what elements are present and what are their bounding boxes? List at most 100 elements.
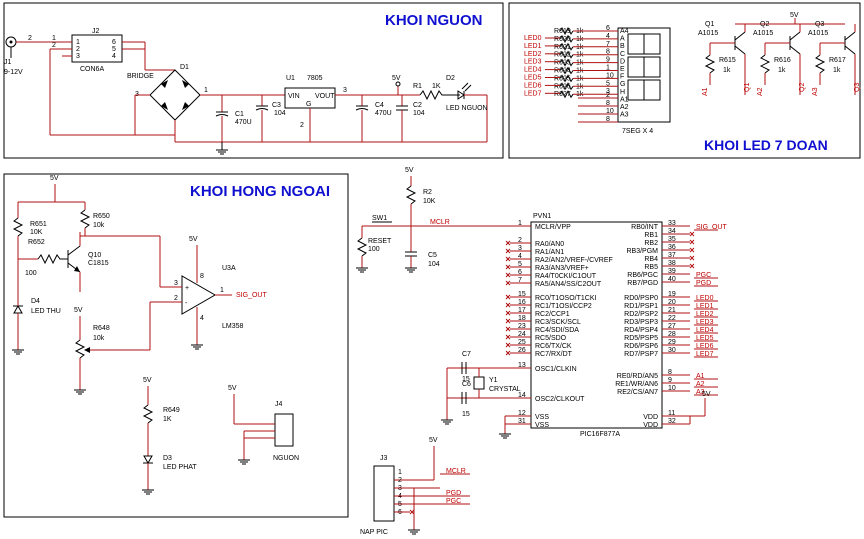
ic-right-pin-name: RD4/PSP4 xyxy=(624,327,658,334)
d1-label: D1 xyxy=(180,64,189,71)
ic-right-pin-number: 34 xyxy=(668,228,676,235)
led-5v-label: 5V xyxy=(790,12,799,19)
led-seg-pin-number: 4 xyxy=(606,33,610,40)
svg-text:1: 1 xyxy=(76,39,80,46)
ic-right-pin-number: 20 xyxy=(668,299,676,306)
ic-right-pin-name: RD5/PSP5 xyxy=(624,335,658,342)
led-resistor-ref: R621 xyxy=(554,44,571,51)
ic-left-pin-number: 12 xyxy=(518,410,526,417)
ic-left-pin-name: RA0/AN0 xyxy=(535,241,564,248)
led-transistor-value: A1015 xyxy=(753,30,773,37)
seg-pin-name: A4 xyxy=(620,28,629,35)
ir-sensor-circuit: 5V R651 10K R652 100 Q10 C1815 R650 10k xyxy=(12,175,299,495)
power-block-frame xyxy=(3,2,504,159)
7seg-label: 7SEG X 4 xyxy=(622,128,653,135)
c1-label: C1 xyxy=(235,111,244,118)
bridge-label: BRIDGE xyxy=(127,73,154,80)
c4-label: C4 xyxy=(375,102,384,109)
d4-label: D4 xyxy=(31,298,40,305)
sw1-label: SW1 xyxy=(372,215,387,222)
reset-resistor-value: 100 xyxy=(368,246,380,253)
led-resistor-ref: R619 xyxy=(554,28,571,35)
r650-value: 10k xyxy=(93,222,105,229)
c1-value: 470U xyxy=(235,119,252,126)
ic-left-pin-name: RA2/AN2/VREF-/CVREF xyxy=(535,257,613,264)
seg-pin-name: A3 xyxy=(620,112,629,119)
ic-right-pin-name: RD3/PSP3 xyxy=(624,319,658,326)
j3-connector xyxy=(373,465,395,522)
ic-left-pin-number: 17 xyxy=(518,307,526,314)
d4-value: LED THU xyxy=(31,308,61,315)
y1-label: Y1 xyxy=(489,377,498,384)
r652-label: R652 xyxy=(28,239,45,246)
led-net-label: LED4 xyxy=(524,67,542,74)
led-seg-pin-number: 7 xyxy=(606,41,610,48)
r651-value: 10K xyxy=(30,229,43,236)
ic-right-pin-number: 27 xyxy=(668,323,676,330)
j3-net-label: PGC xyxy=(446,498,461,505)
ic-right-pin-number: 28 xyxy=(668,331,676,338)
ic-right-pin-name: RB7/PGD xyxy=(627,280,658,287)
svg-text:1: 1 xyxy=(204,87,208,94)
j1-pin2: 2 xyxy=(28,35,32,42)
svg-text:2: 2 xyxy=(174,295,178,302)
led-block-title: KHOI LED 7 DOAN xyxy=(704,137,828,153)
led-seg-pin-number: 10 xyxy=(606,72,614,79)
j4-label: J4 xyxy=(275,401,283,408)
ic-right-net-label: LED5 xyxy=(696,335,714,342)
ir-block-title: KHOI HONG NGOAI xyxy=(190,183,330,200)
led-seg-pin-number: 1 xyxy=(606,65,610,72)
ic-left-pin-name: RC2/CCP1 xyxy=(535,311,570,318)
ic-right-pin-name: RE1/WR/AN6 xyxy=(615,381,658,388)
mcu-mclr-net: MCLR xyxy=(430,219,450,226)
ic-right-net-label: PGD xyxy=(696,280,711,287)
j1-label: J1 xyxy=(4,59,12,66)
c7-label: C7 xyxy=(462,351,471,358)
r648-label: R648 xyxy=(93,325,110,332)
j1-value: 9-12V xyxy=(4,69,23,76)
svg-text:2: 2 xyxy=(300,122,304,129)
c4-value: 470U xyxy=(375,110,392,117)
led-net-label: LED6 xyxy=(524,82,542,89)
led-net-label: LED0 xyxy=(524,35,542,42)
ic-right-net-label: LED7 xyxy=(696,351,714,358)
ic-right-pin-number: 36 xyxy=(668,244,676,251)
svg-text:2: 2 xyxy=(76,46,80,53)
seg-anode-pin: 2 xyxy=(606,92,610,99)
seg-pin-name: A1 xyxy=(620,96,629,103)
r1-value: 1K xyxy=(432,83,441,90)
ic-left-pin-number: 14 xyxy=(518,392,526,399)
led-base-resistor-ref: R615 xyxy=(719,57,736,64)
ic-right-pin-name: RB1 xyxy=(644,232,658,239)
ic-right-pin-name: RB4 xyxy=(644,256,658,263)
ic-left-pin-name: RC3/SCK/SCL xyxy=(535,319,581,326)
ic-right-net-label: LED1 xyxy=(696,303,714,310)
j3-net-label: MCLR xyxy=(446,468,466,475)
svg-text:VIN: VIN xyxy=(288,93,300,100)
ic-left-pin-number: 6 xyxy=(518,269,522,276)
ic-right-net-label: PGC xyxy=(696,272,711,279)
ic-right-net-label: LED2 xyxy=(696,311,714,318)
ic-right-pin-name: RD6/PSP6 xyxy=(624,343,658,350)
d2-value: LED NGUON xyxy=(446,105,488,112)
j2-value: CON6A xyxy=(80,66,104,73)
ic-left-pin-number: 15 xyxy=(518,291,526,298)
ic-left-pin-number: 2 xyxy=(518,237,522,244)
svg-text:5V: 5V xyxy=(429,437,438,444)
ic-right-net-label: SIG_OUT xyxy=(696,224,727,231)
ic-left-pin-name: RC0/T1OSO/T1CKI xyxy=(535,295,597,302)
c2-label: C2 xyxy=(413,102,422,109)
led-transistor-ref: Q2 xyxy=(760,21,769,28)
bridge-rectifier xyxy=(149,69,201,121)
ic-left-pin-name: RC5/SDO xyxy=(535,335,567,342)
svg-text:G: G xyxy=(306,101,311,108)
ic-right-pin-name: RE0/RD/AN5 xyxy=(617,373,658,380)
ic-left-pin-name: VSS xyxy=(535,414,549,421)
c6-label: C6 xyxy=(462,381,471,388)
mcu-5v-label: 5V xyxy=(405,167,414,174)
ic-right-pin-name: RB5 xyxy=(644,264,658,271)
ic-right-pin-name: RD7/PSP7 xyxy=(624,351,658,358)
ic-right-pin-name: RB2 xyxy=(644,240,658,247)
svg-text:15: 15 xyxy=(462,376,470,383)
